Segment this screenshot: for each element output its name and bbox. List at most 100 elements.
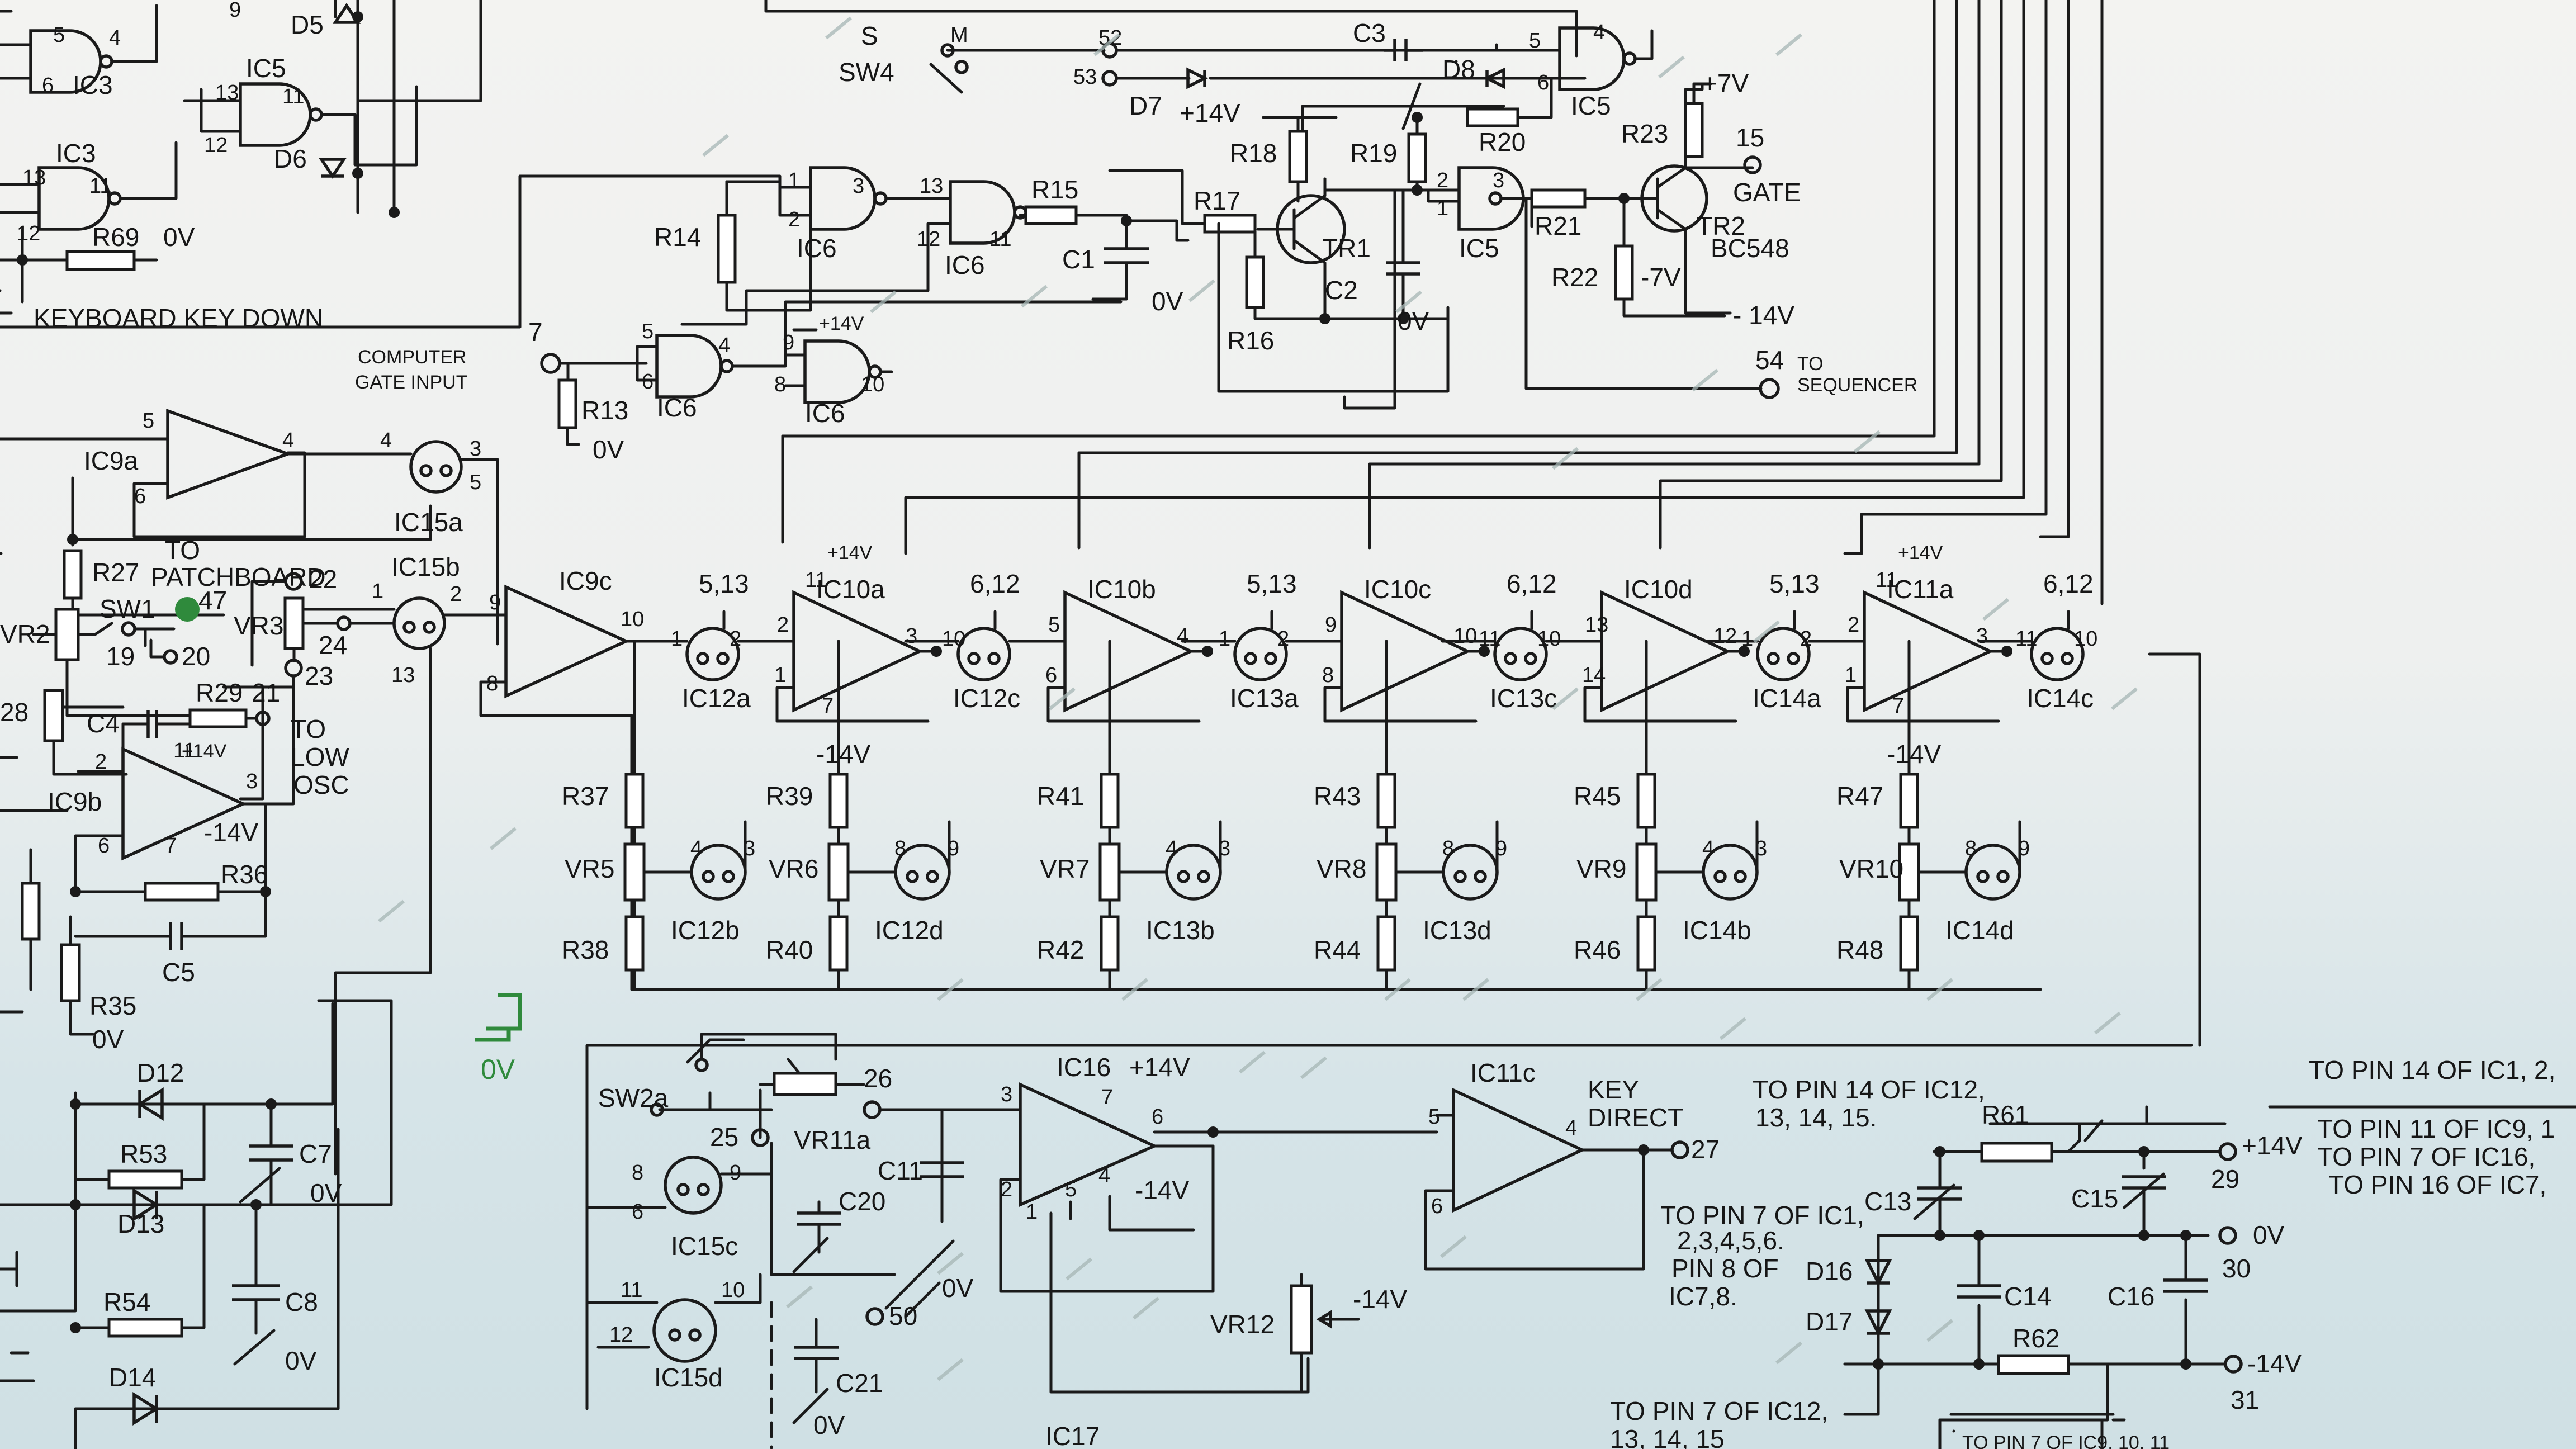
r14-label: R14 [654, 222, 701, 252]
computer-gate-input-terminal [540, 353, 561, 374]
terminal-26 [863, 1100, 882, 1119]
r22-resistor [1614, 244, 1634, 301]
pin-label: 11 [805, 569, 827, 592]
r38-label: R38 [562, 935, 609, 964]
r42-label: R42 [1037, 935, 1084, 964]
ic15a-label: IC15a [394, 508, 463, 537]
r69-ov-label: 0V [163, 222, 195, 252]
r13-label: R13 [581, 396, 628, 425]
handwritten-ground-mark [475, 993, 522, 1042]
pencil-tick [937, 1358, 964, 1381]
pencil-tick [1049, 687, 1076, 711]
r16-resistor [1245, 255, 1265, 309]
switch-contact [1197, 870, 1210, 883]
r37-label: R37 [562, 782, 609, 811]
pin-label: 9 [1325, 613, 1337, 637]
pin-label: 5 [1048, 613, 1060, 637]
pin-label: 1 [1026, 1200, 1038, 1224]
minus-14v-label: - 14V [1733, 301, 1794, 330]
pencil-tick [702, 134, 729, 157]
pencil-tick [1775, 1341, 1802, 1365]
r40-resistor [828, 915, 849, 972]
d17-diode [1864, 1309, 1892, 1337]
pin-label: 1 [1219, 627, 1230, 651]
analog-switch-ic13a [1233, 627, 1288, 681]
d6-diode [318, 158, 347, 179]
terminal-26-label: 26 [864, 1064, 892, 1093]
r28-label: 28 [0, 698, 29, 727]
r44-label: R44 [1314, 935, 1361, 964]
pin-label: 1 [1437, 197, 1448, 220]
osc-label: OSC [293, 770, 349, 799]
junction-dot [1739, 646, 1750, 657]
direct-label: DIRECT [1588, 1103, 1683, 1132]
vr9-label: VR9 [1576, 854, 1626, 883]
pencil-tick [786, 1285, 813, 1309]
terminal-52-label: 52 [1098, 26, 1122, 50]
ic3b-label: IC3 [56, 139, 96, 168]
pin-label: 2 [450, 583, 462, 606]
pencil-tick [1384, 978, 1411, 1001]
pencil-tick [1093, 33, 1120, 56]
c8-capacitor [232, 1284, 280, 1301]
sequencer-terminal [1759, 378, 1780, 399]
minus-7v-label: -7V [1641, 263, 1681, 292]
pencil-tick [937, 978, 964, 1001]
pin-label: 7 [1892, 694, 1904, 718]
r46-label: R46 [1574, 935, 1621, 964]
terminal-23 [284, 659, 303, 678]
pin-label: 4 [1166, 837, 1177, 860]
pencil-tick [870, 290, 897, 314]
c8-label: C8 [285, 1287, 318, 1317]
pin-label: 8 [1322, 664, 1334, 687]
ic15c-switch [664, 1156, 723, 1215]
ic9c-wires [479, 613, 675, 717]
r20-label: R20 [1479, 127, 1526, 157]
resistor-left [21, 882, 41, 941]
pin-label: 10 [2074, 627, 2097, 651]
right-note-1: TO PIN 14 OF IC1, 2, [2309, 1055, 2555, 1085]
d12-diode [136, 1087, 164, 1121]
r44-resistor [1376, 915, 1396, 972]
vr12-wiper-arrow [1316, 1310, 1332, 1329]
r61-label: R61 [1982, 1100, 2029, 1129]
pencil-tick [1636, 978, 1663, 1001]
ic6-label: IC6 [797, 234, 837, 263]
pin-label: 11 [1876, 569, 1897, 592]
pin-label: 10 [621, 608, 644, 631]
pencil-tick [1854, 430, 1881, 453]
terminal-50 [865, 1307, 884, 1326]
d7-diode [1186, 67, 1209, 89]
r62-label: R62 [2012, 1324, 2059, 1353]
r41-resistor [1100, 773, 1120, 829]
pencil-tick [1440, 1235, 1467, 1258]
r37-resistor [624, 773, 645, 829]
minus-14v-label: -14V [204, 818, 258, 847]
to-label: TO [291, 714, 326, 744]
pin-label: 4 [718, 334, 730, 357]
pin-label: 4 [380, 429, 392, 452]
pencil-tick [825, 16, 852, 40]
pencil-tick [1552, 687, 1579, 711]
sw2a-label: SW2a [598, 1083, 669, 1112]
pin-label: 5 [1428, 1105, 1440, 1129]
gate-terminal [1743, 155, 1762, 174]
d14-label: D14 [109, 1363, 156, 1392]
pencil-tick [490, 827, 517, 850]
pin-label: 7 [165, 834, 177, 858]
ic6-label: IC6 [657, 393, 697, 422]
c7-capacitor [249, 1144, 293, 1162]
c3-label: C3 [1353, 18, 1386, 48]
d13-diode [132, 1188, 160, 1221]
terminal-24 [336, 615, 352, 631]
pin-label: 13 [920, 174, 943, 198]
pin-label: 11 [282, 85, 304, 108]
r53-label: R53 [120, 1139, 167, 1168]
pin-label: 6 [632, 1200, 643, 1224]
minus-14v-rail-label: -14V [2247, 1349, 2302, 1378]
terminal-27-label: 27 [1691, 1135, 1720, 1164]
r43-resistor [1376, 773, 1396, 829]
pencil-tick [1720, 1017, 1746, 1040]
r43-label: R43 [1314, 782, 1361, 811]
ic12a-label: IC12a [682, 684, 751, 713]
